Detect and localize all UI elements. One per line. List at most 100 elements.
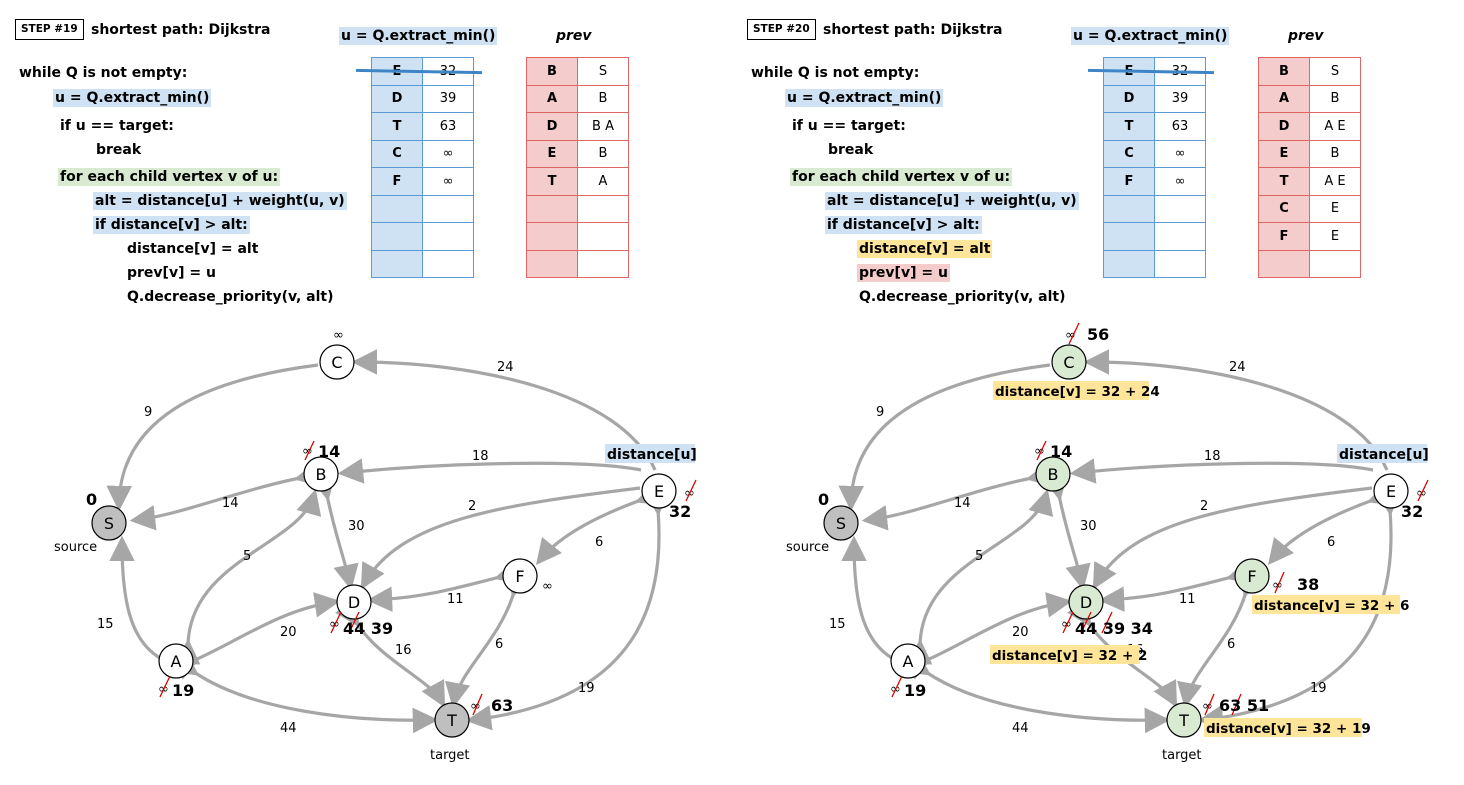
prev-key: T <box>1258 167 1310 196</box>
strike-D3 <box>1101 611 1113 634</box>
prev-value: A <box>577 167 629 196</box>
edge-F-D <box>366 559 522 612</box>
strike-C <box>1068 322 1080 345</box>
edge-B-D <box>310 473 359 591</box>
weight-ET: 19 <box>578 681 595 696</box>
queue-key: T <box>1103 112 1155 141</box>
tag-D: distance[v] = 32 + 2 <box>992 648 1147 664</box>
weight-ET: 19 <box>1310 681 1327 696</box>
edge-E-T <box>1197 489 1402 731</box>
node-C <box>1051 344 1087 380</box>
weight-ED: 2 <box>468 499 476 514</box>
distance-D: 44 39 <box>343 619 393 638</box>
queue-row <box>1103 194 1206 223</box>
step-badge: STEP #19 <box>15 19 84 40</box>
edge-B-S <box>861 461 1054 531</box>
inf-F: ∞ <box>1272 578 1283 593</box>
code-line-assign-distance: distance[v] = alt <box>127 241 259 257</box>
strike-D1 <box>330 611 342 634</box>
strike-E <box>685 479 697 502</box>
prev-key: D <box>526 112 578 141</box>
weight-SA: 15 <box>829 617 846 632</box>
queue-value: ∞ <box>1154 139 1206 168</box>
node-B <box>303 456 339 492</box>
inf-T: ∞ <box>1202 699 1213 714</box>
strike-A <box>891 675 903 698</box>
queue-value <box>422 194 474 223</box>
node-E <box>1373 473 1409 509</box>
weight-DT: 16 <box>395 643 412 658</box>
prev-key <box>526 194 578 223</box>
queue-row <box>371 249 474 278</box>
edge-E-C <box>1083 349 1389 471</box>
distance-D: 44 39 34 <box>1075 619 1153 638</box>
prev-row <box>526 249 629 278</box>
edge-A-T <box>902 650 1171 734</box>
weight-AD: 20 <box>1012 625 1029 640</box>
strike-B <box>1036 440 1047 461</box>
edge-A-T <box>170 650 439 734</box>
edge-C-S <box>838 363 1051 512</box>
edge-E-B <box>1069 458 1374 484</box>
prev-value: E <box>1309 222 1361 251</box>
node-label-F: F <box>1247 567 1256 586</box>
edge-F-D <box>1098 559 1254 612</box>
graph-right: 9 24 18 14 2 30 6 5 15 11 20 6 16 19 44 <box>786 322 1429 763</box>
weight-BA: 5 <box>975 549 983 564</box>
node-label-S: S <box>836 514 846 533</box>
queue-row: F∞ <box>1103 167 1206 196</box>
queue-value <box>1154 249 1206 278</box>
code-line-for-each: for each child vertex v of u: <box>790 168 1013 186</box>
node-A <box>158 643 194 679</box>
weight-BD: 30 <box>348 519 365 534</box>
weight-BD: 30 <box>1080 519 1097 534</box>
strike-F <box>1274 571 1285 594</box>
prev-value: E <box>1309 194 1361 223</box>
distance-B: 14 <box>318 442 340 461</box>
tag-C: distance[v] = 32 + 24 <box>995 384 1160 400</box>
code-line-extract: u = Q.extract_min() <box>785 89 944 107</box>
queue-value: ∞ <box>1154 167 1206 196</box>
queue-row <box>371 194 474 223</box>
prev-value <box>577 222 629 251</box>
prev-row <box>1258 249 1361 278</box>
prev-value <box>577 194 629 223</box>
queue-value: ∞ <box>422 139 474 168</box>
distance-A: 19 <box>904 681 926 700</box>
prev-value: B <box>1309 84 1361 113</box>
u-tag-bg <box>1337 444 1427 463</box>
distance-S: 0 <box>818 490 829 509</box>
distance-C: 56 <box>1087 325 1109 344</box>
distance-T: 63 <box>491 696 513 715</box>
source-label: source <box>786 540 829 555</box>
prev-key: C <box>1258 194 1310 223</box>
node-label-D: D <box>348 593 360 612</box>
strike-B <box>304 440 315 461</box>
edge-C-S <box>106 363 319 512</box>
strike-T1 <box>1204 693 1215 716</box>
prev-key: A <box>526 84 578 113</box>
queue-value: 63 <box>1154 112 1206 141</box>
edge-A-B <box>174 488 322 665</box>
strike-E <box>1417 479 1429 502</box>
node-label-E: E <box>1386 482 1396 501</box>
code-line-while: while Q is not empty: <box>751 65 920 81</box>
prev-key <box>526 222 578 251</box>
tag-T-bg <box>1204 718 1362 737</box>
node-B <box>1035 456 1071 492</box>
prev-key <box>526 249 578 278</box>
queue-row <box>1103 222 1206 251</box>
node-label-C: C <box>331 353 342 372</box>
node-S <box>823 505 859 541</box>
code-line-while: while Q is not empty: <box>19 65 188 81</box>
code-line-assign-prev: prev[v] = u <box>857 264 950 282</box>
strike-D2 <box>1080 611 1092 634</box>
prev-key: A <box>1258 84 1310 113</box>
edge-B-S <box>129 461 322 531</box>
distance-B: 14 <box>1050 442 1072 461</box>
queue-key: C <box>371 139 423 168</box>
